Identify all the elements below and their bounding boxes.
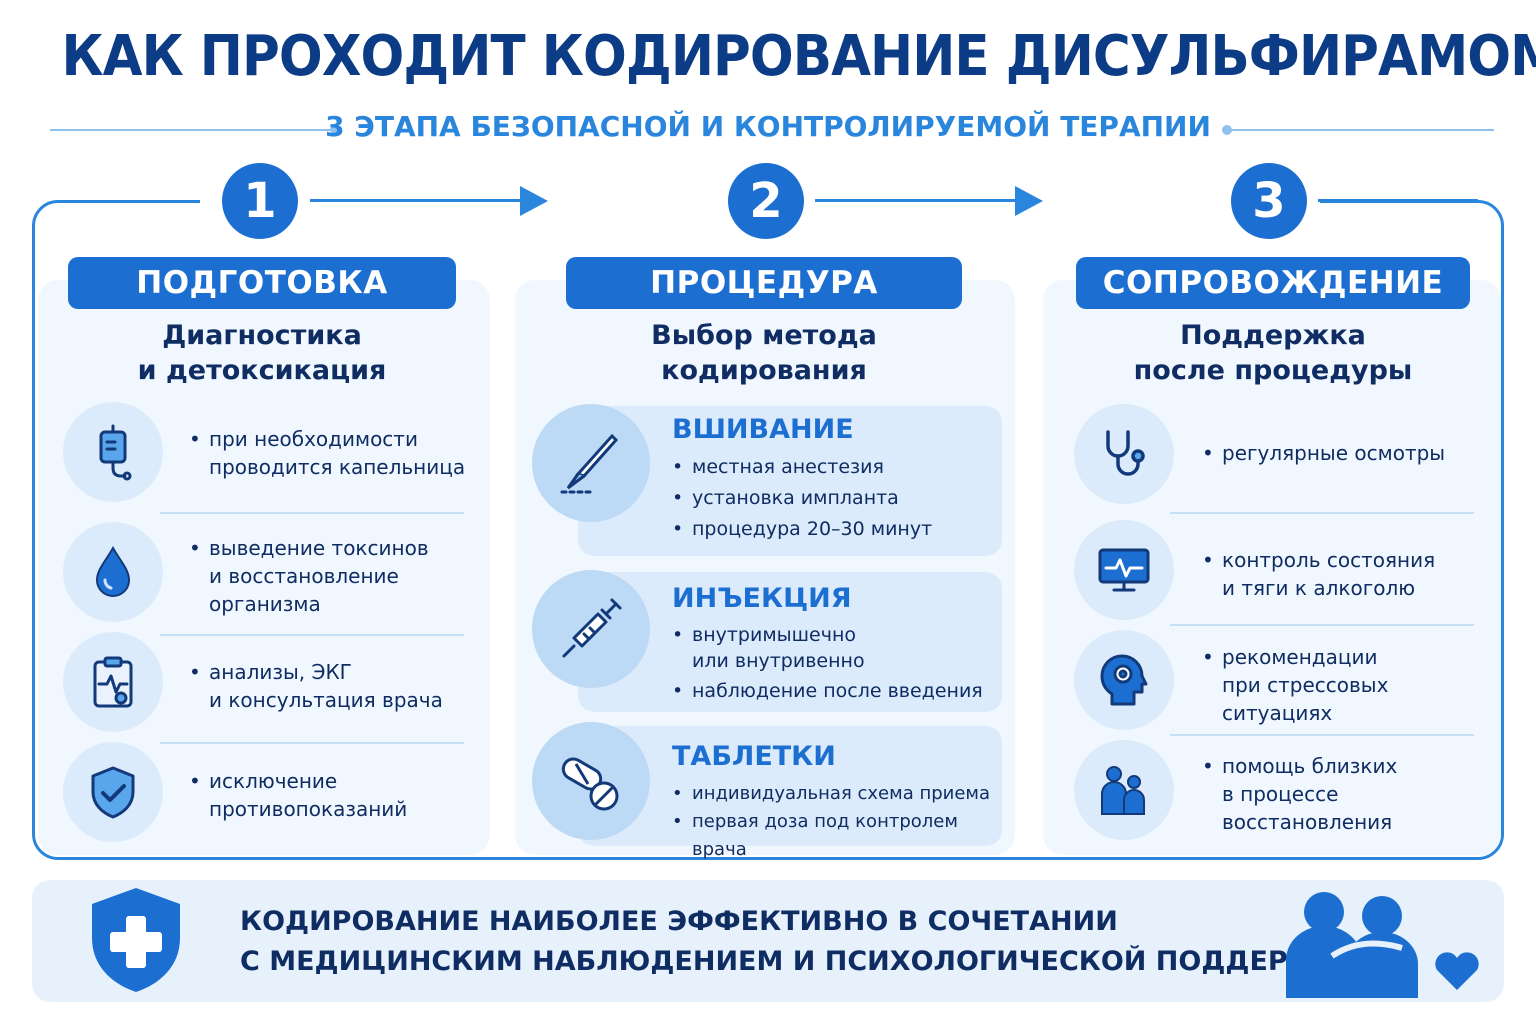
syringe-icon xyxy=(532,570,650,688)
arrow-right-icon xyxy=(520,186,548,216)
flow-line-1 xyxy=(310,199,520,202)
head-gear-icon xyxy=(1074,630,1174,730)
support-people-heart-icon xyxy=(1282,886,1482,998)
stage-1-label: ПОДГОТОВКА xyxy=(68,257,456,309)
stage-3-item-1: регулярные осмотры xyxy=(1198,439,1488,467)
scalpel-icon xyxy=(532,404,650,522)
subtitle-dot-right xyxy=(1222,125,1232,135)
page-subtitle: 3 ЭТАПА БЕЗОПАСНОЙ И КОНТРОЛИРУЕМОЙ ТЕРА… xyxy=(325,110,1211,143)
page-title: КАК ПРОХОДИТ КОДИРОВАНИЕ ДИСУЛЬФИРАМОМ xyxy=(61,24,1536,89)
stethoscope-icon xyxy=(1074,404,1174,504)
stage-number-1: 1 xyxy=(222,163,298,239)
method-title-pills: ТАБЛЕТКИ xyxy=(672,741,836,772)
method-bullets-pills: индивидуальная схема приема первая доза … xyxy=(668,780,1004,864)
iv-drip-icon xyxy=(63,402,163,502)
subtitle-line-right xyxy=(1232,129,1494,131)
banner-text: КОДИРОВАНИЕ НАИБОЛЕЕ ЭФФЕКТИВНО В СОЧЕТА… xyxy=(240,906,1399,977)
stage-3-label: СОПРОВОЖДЕНИЕ xyxy=(1076,257,1470,309)
pills-icon xyxy=(532,722,650,840)
bottom-banner xyxy=(32,880,1504,1002)
stage-number-2: 2 xyxy=(728,163,804,239)
monitor-pulse-icon xyxy=(1074,520,1174,620)
shield-check-icon xyxy=(63,742,163,842)
flow-line-3 xyxy=(1318,199,1478,202)
arrow-right-icon xyxy=(1015,186,1043,216)
flow-line-2 xyxy=(815,199,1015,202)
subtitle-dot-left xyxy=(330,125,340,135)
clipboard-ecg-icon xyxy=(63,632,163,732)
medical-shield-icon xyxy=(86,884,186,996)
stage-number-3: 3 xyxy=(1231,163,1307,239)
method-title-injection: ИНЪЕКЦИЯ xyxy=(672,583,852,614)
method-title-implant: ВШИВАНИЕ xyxy=(672,414,854,445)
family-icon xyxy=(1074,740,1174,840)
water-drop-icon xyxy=(63,522,163,622)
subtitle-line-left xyxy=(50,129,330,131)
stage-2-label: ПРОЦЕДУРА xyxy=(566,257,962,309)
method-bullets-implant: местная анестезия установка импланта про… xyxy=(668,452,998,545)
